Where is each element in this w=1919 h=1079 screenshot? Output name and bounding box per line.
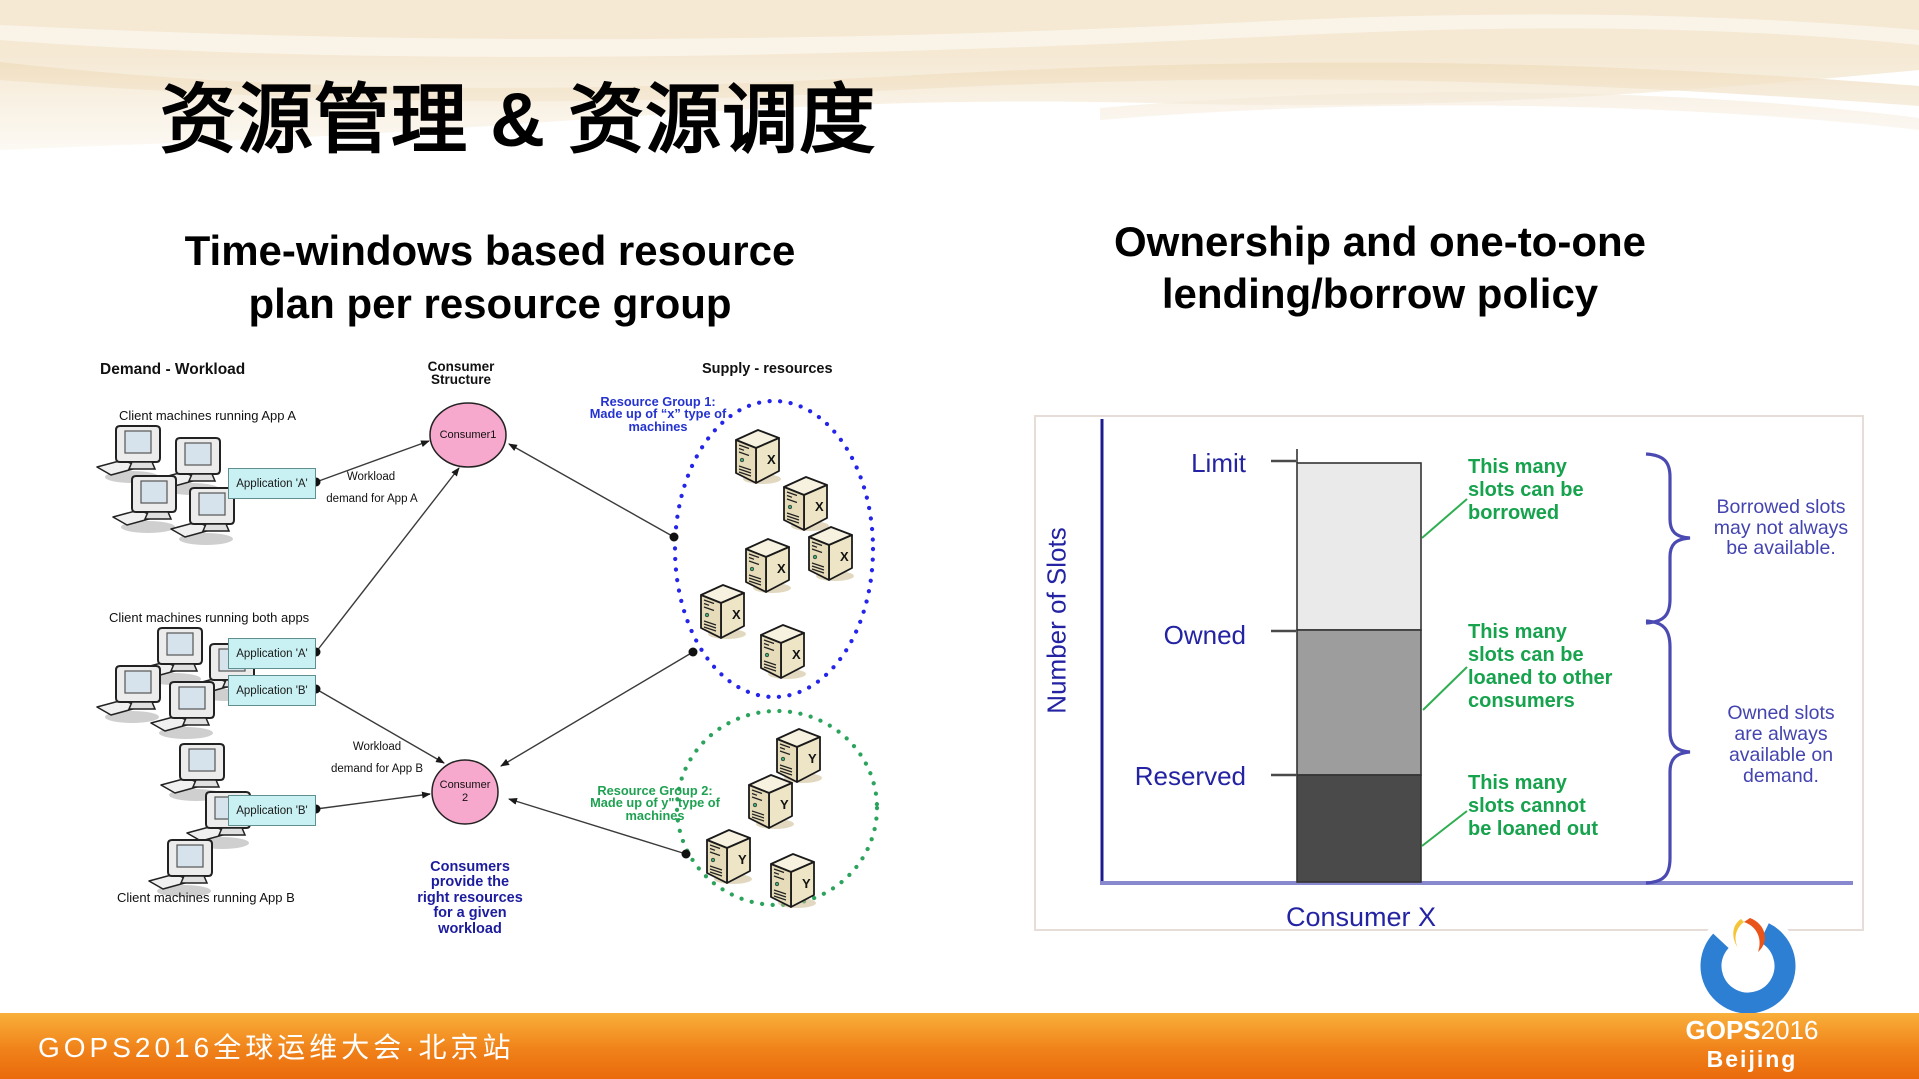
footer-bar [0, 1013, 1919, 1079]
consumers-note: Consumers provide the right resources fo… [417, 859, 523, 937]
server-label: X [792, 647, 801, 662]
app-b-box-2: Application 'B' [228, 795, 316, 826]
resource-group-2-ellipse [674, 708, 880, 908]
brace-borrowed [1645, 452, 1691, 625]
workload-b-label1: Workload [352, 741, 402, 753]
blue-note-owned: Owned slots are always available on dema… [1727, 702, 1835, 787]
server-label: Y [780, 797, 789, 812]
resource-group-2-label: Resource Group 2: Made up of y" type of … [590, 783, 720, 823]
footer-text: GOPS2016全球运维大会·北京站 [38, 1032, 515, 1063]
left-heading: Time-windows based resource plan per res… [140, 224, 840, 330]
tick-label-limit: Limit [1191, 448, 1246, 478]
cluster-both-label: Client machines running both apps [109, 610, 310, 625]
consumer-1-ellipse [429, 402, 507, 468]
server-label: X [732, 607, 741, 622]
app-a-box-2: Application 'A' [228, 638, 316, 669]
consumer-structure-header: Consumer Structure [427, 359, 495, 387]
workload-a-label1: Workload [346, 471, 396, 483]
computer-icon [96, 665, 161, 724]
tick-label-reserved: Reserved [1134, 761, 1246, 791]
resource-group-1-servers: X X X X X X [700, 429, 855, 680]
ownership-chart [1034, 415, 1864, 931]
server-label: X [840, 549, 849, 564]
cluster-b-label: Client machines running App B [117, 890, 295, 905]
logo-text-gops2016: GOPS2016 [1685, 1015, 1819, 1045]
left-heading-line2: plan per resource group [248, 280, 732, 327]
demand-header: Demand - Workload [100, 361, 246, 378]
logo-text-beijing: Beijing [1706, 1046, 1798, 1072]
bar-segment-loanable [1296, 629, 1422, 776]
brace-owned [1645, 619, 1691, 885]
green-note-loaned: This many slots can be loaned to other c… [1468, 621, 1613, 712]
supply-header: Supply - resources [702, 361, 833, 377]
green-note-reserved: This many slots cannot be loaned out [1468, 772, 1598, 840]
resource-group-1-ellipse [672, 398, 876, 700]
right-heading-line1: Ownership and one-to-one [1114, 218, 1646, 265]
gops-logo [1694, 912, 1802, 1020]
tick-label-owned: Owned [1163, 620, 1246, 650]
right-heading-line2: lending/borrow policy [1161, 270, 1599, 317]
cluster-a-label: Client machines running App A [119, 408, 297, 423]
green-note-borrowed: This many slots can be borrowed [1468, 456, 1584, 524]
chart-border [1034, 415, 1864, 931]
app-b-box-1: Application 'B' [228, 675, 316, 706]
consumer-1-label: Consumer1 [439, 429, 497, 441]
workload-a-label2: demand for App A [326, 493, 418, 505]
server-label: Y [808, 751, 817, 766]
resource-group-2-servers: Y Y Y Y [706, 728, 823, 909]
braces [1645, 452, 1691, 885]
slide-title: 资源管理 & 资源调度 [160, 78, 877, 163]
server-label: Y [802, 876, 811, 891]
right-heading: Ownership and one-to-one lending/borrow … [1030, 216, 1730, 320]
server-label: X [777, 561, 786, 576]
server-label: X [815, 499, 824, 514]
computer-icon [170, 487, 235, 546]
computer-icon [96, 425, 161, 484]
chart-y-label: Number of Slots [1041, 527, 1072, 714]
left-heading-line1: Time-windows based resource [184, 227, 796, 274]
consumer-2-label: Consumer 2 [439, 779, 491, 804]
chart-x-label: Consumer X [1285, 902, 1437, 932]
workload-b-label2: demand for App B [330, 763, 424, 775]
top-wave-decoration [0, 0, 1919, 185]
client-cluster-app-a [96, 425, 235, 546]
bar-segment-reserved [1296, 774, 1422, 883]
consumer-2-ellipse [431, 759, 499, 825]
computer-icon [112, 475, 177, 534]
connector-lines [315, 440, 694, 855]
resource-group-1-label: Resource Group 1: Made up of “x” type of… [589, 394, 727, 434]
tick-marks [1271, 459, 1296, 777]
blue-note-borrowed: Borrowed slots may not always be availab… [1713, 496, 1849, 559]
server-label: Y [738, 852, 747, 867]
green-callout-lines [1421, 498, 1468, 847]
computer-icon [148, 839, 213, 898]
server-label: X [767, 452, 776, 467]
app-a-box-1: Application 'A' [228, 468, 316, 499]
bar-segment-borrowed [1296, 462, 1422, 631]
